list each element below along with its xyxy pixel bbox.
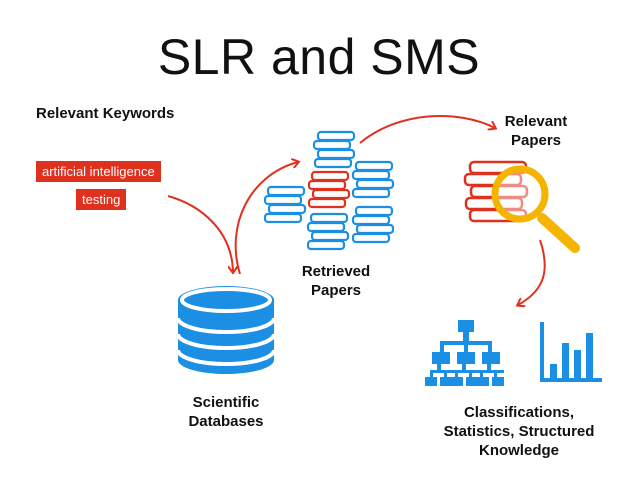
bar-chart-icon [540, 322, 602, 382]
magnifier-icon [491, 165, 580, 253]
keyword-chip: testing [76, 189, 127, 210]
book-stack-icon [263, 130, 395, 251]
hierarchy-icon [425, 320, 504, 386]
page-title: SLR and SMS [157, 29, 481, 85]
database-icon [176, 286, 276, 374]
retrieved-papers-label: Retrieved Papers [301, 263, 371, 299]
arrow-icon [167, 195, 233, 272]
keywords-heading: Relevant Keywords [36, 105, 175, 122]
arrow-icon [359, 115, 495, 144]
knowledge-label: Classifications, Statistics, Structured … [443, 404, 595, 459]
arrow-icon [518, 239, 546, 305]
arrow-icon [234, 162, 298, 275]
scientific-databases-label: Scientific Databases [188, 394, 264, 430]
keyword-chip: artificial intelligence [36, 161, 161, 182]
relevant-papers-label: Relevant Papers [504, 113, 568, 149]
